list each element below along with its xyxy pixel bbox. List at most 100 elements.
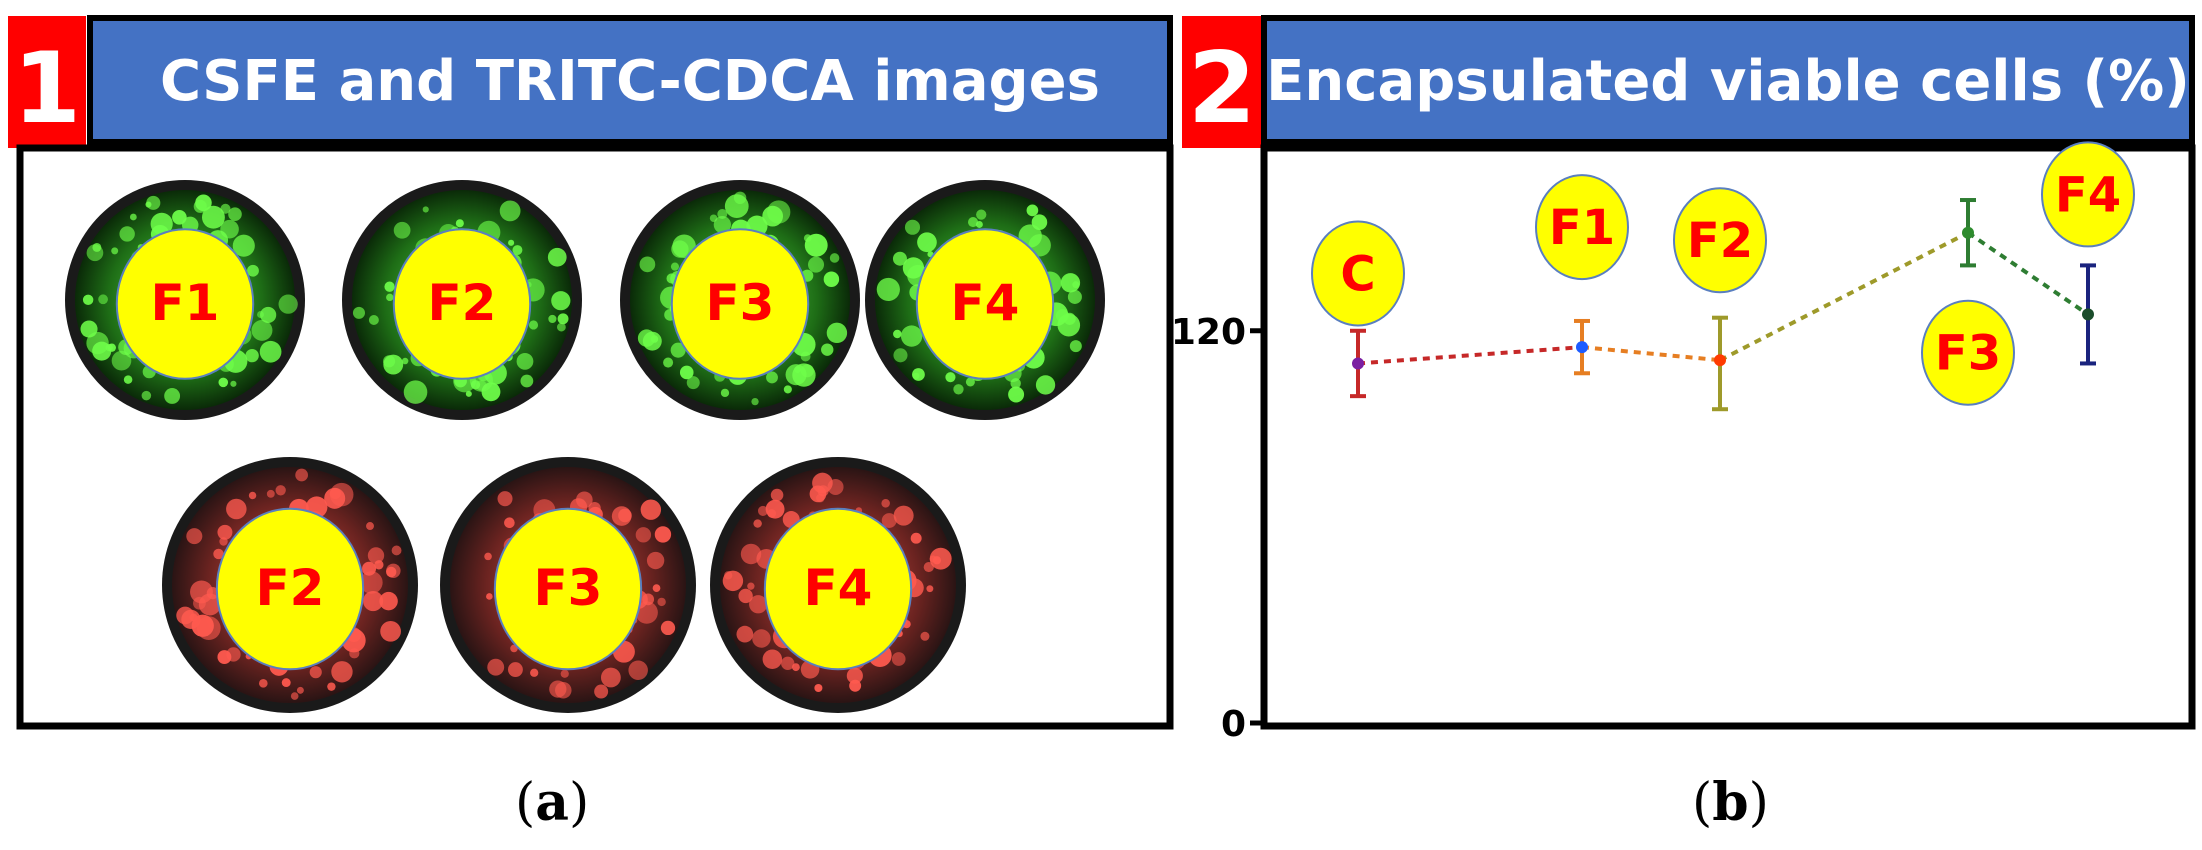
y-tick-label-120: 120 bbox=[1171, 312, 1246, 353]
cell-blob bbox=[220, 203, 231, 214]
cell-blob bbox=[671, 240, 689, 258]
point-label-circle bbox=[1535, 174, 1629, 281]
cell-blob bbox=[251, 319, 273, 341]
cell-blob bbox=[646, 551, 665, 570]
cell-blob bbox=[374, 560, 384, 570]
cell-blob bbox=[1026, 204, 1039, 217]
cell-blob bbox=[380, 620, 401, 642]
panel-b-number: 2 bbox=[1188, 32, 1256, 146]
cell-blob bbox=[520, 374, 534, 388]
cell-blob bbox=[663, 357, 674, 368]
cell-blob bbox=[670, 342, 686, 358]
label-circle bbox=[215, 507, 365, 671]
cell-blob bbox=[557, 322, 566, 332]
cell-blob bbox=[528, 320, 539, 330]
point-marker bbox=[1714, 354, 1726, 367]
cell-blob bbox=[652, 584, 661, 592]
cell-blob bbox=[1008, 386, 1025, 403]
point-marker bbox=[2082, 308, 2094, 321]
cell-blob bbox=[576, 491, 593, 509]
cell-blob bbox=[258, 679, 268, 688]
cell-blob bbox=[290, 692, 299, 700]
cell-blob bbox=[767, 200, 791, 224]
cell-blob bbox=[504, 517, 515, 529]
cell-blob bbox=[512, 245, 523, 256]
cell-blob bbox=[327, 682, 336, 691]
cell-blob bbox=[1010, 378, 1021, 389]
connector-line-1 bbox=[1581, 345, 1721, 363]
cell-blob bbox=[611, 506, 632, 526]
cell-blob bbox=[393, 221, 411, 239]
red-disk-label: F4 bbox=[804, 559, 873, 617]
cell-blob bbox=[367, 547, 385, 564]
cell-blob bbox=[329, 487, 341, 500]
cell-blob bbox=[917, 232, 937, 253]
cell-blob bbox=[912, 372, 920, 380]
cell-blob bbox=[486, 593, 493, 600]
cell-blob bbox=[660, 620, 676, 636]
cell-blob bbox=[910, 532, 922, 544]
data-point-f4: F4 bbox=[2041, 141, 2135, 366]
point-marker bbox=[1576, 341, 1588, 354]
label-circle bbox=[670, 228, 810, 380]
cell-blob bbox=[383, 355, 396, 368]
cell-blob bbox=[363, 590, 384, 612]
cell-blob bbox=[98, 294, 108, 305]
cell-blob bbox=[740, 543, 762, 565]
cell-blob bbox=[499, 200, 521, 222]
cell-blob bbox=[686, 376, 700, 390]
cell-blob bbox=[876, 277, 900, 302]
cell-blob bbox=[230, 380, 237, 387]
point-label-f4: F4 bbox=[2055, 167, 2121, 223]
cell-blob bbox=[266, 489, 275, 498]
cell-blob bbox=[751, 397, 759, 406]
connector-line-0 bbox=[1357, 345, 1583, 366]
label-circle bbox=[915, 228, 1055, 380]
cell-blob bbox=[781, 656, 795, 670]
cell-blob bbox=[551, 291, 571, 311]
point-marker bbox=[1352, 357, 1364, 370]
cell-blob bbox=[713, 216, 732, 234]
cell-blob bbox=[814, 683, 823, 693]
green-disk-f2: F2 bbox=[342, 180, 582, 420]
cell-blob bbox=[881, 499, 890, 508]
cell-blob bbox=[639, 256, 656, 273]
cell-blob bbox=[245, 348, 259, 363]
cell-blob bbox=[932, 556, 942, 565]
panel-a-title: CSFE and TRITC-CDCA images bbox=[160, 49, 1100, 114]
cell-blob bbox=[560, 669, 569, 678]
cell-blob bbox=[201, 205, 225, 229]
cell-blob bbox=[384, 281, 395, 292]
cell-blob bbox=[260, 306, 277, 324]
cell-blob bbox=[248, 491, 257, 500]
cell-blob bbox=[548, 314, 557, 324]
cell-blob bbox=[484, 552, 492, 561]
cell-blob bbox=[766, 371, 778, 384]
cell-blob bbox=[968, 217, 979, 228]
point-label-circle bbox=[1673, 187, 1767, 294]
cell-blob bbox=[757, 505, 768, 516]
cell-blob bbox=[186, 528, 203, 545]
cell-blob bbox=[82, 294, 94, 306]
cell-blob bbox=[352, 306, 366, 319]
cell-blob bbox=[965, 377, 975, 387]
point-label-circle bbox=[2041, 141, 2135, 248]
cell-blob bbox=[80, 320, 98, 338]
cell-blob bbox=[749, 595, 768, 614]
cell-blob bbox=[753, 519, 762, 528]
cell-blob bbox=[455, 219, 464, 228]
cell-blob bbox=[196, 616, 221, 641]
red-disk-f2: F2 bbox=[162, 457, 418, 713]
cell-blob bbox=[360, 571, 383, 594]
cell-blob bbox=[904, 219, 921, 235]
cell-blob bbox=[228, 207, 242, 221]
cell-blob bbox=[247, 264, 259, 277]
cell-blob bbox=[213, 548, 224, 560]
data-point-f3: F3 bbox=[1921, 198, 2015, 406]
cell-blob bbox=[111, 350, 132, 371]
cell-blob bbox=[401, 357, 409, 365]
